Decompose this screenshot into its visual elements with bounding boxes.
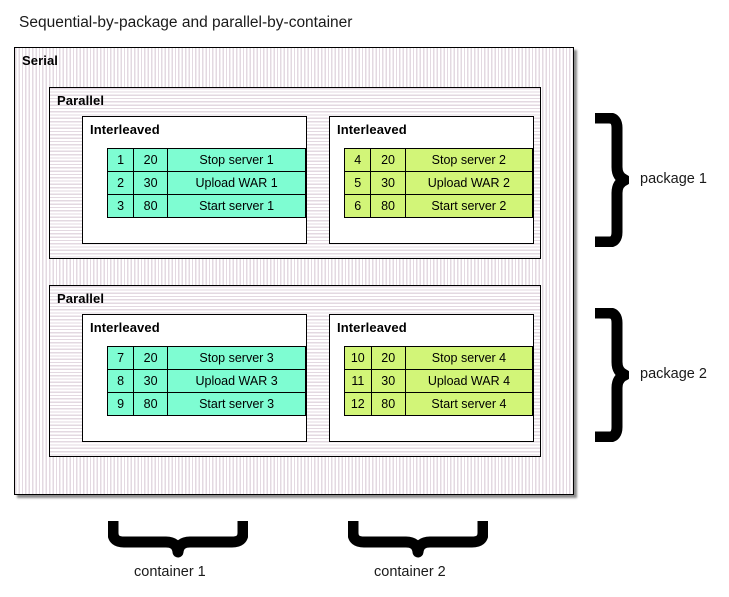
table-row: 11 30 Upload WAR 4 xyxy=(344,369,534,393)
container-1-label: container 1 xyxy=(134,564,206,580)
interleaved-label-4: Interleaved xyxy=(337,320,407,335)
parallel-block-2: Parallel Interleaved 7 20 Stop server 3 … xyxy=(49,285,541,457)
task-id: 1 xyxy=(106,148,135,172)
task-num: 30 xyxy=(370,369,406,393)
task-id: 10 xyxy=(344,346,372,370)
page-title: Sequential-by-package and parallel-by-co… xyxy=(19,14,353,31)
task-num: 80 xyxy=(370,392,406,416)
table-row: 5 30 Upload WAR 2 xyxy=(343,171,534,195)
task-num: 20 xyxy=(370,148,406,172)
parallel-block-1: Parallel Interleaved 1 20 Stop server 1 … xyxy=(49,87,541,259)
table-row: 9 80 Start server 3 xyxy=(106,392,306,416)
task-label: Stop server 4 xyxy=(404,346,534,370)
package-2-label: package 2 xyxy=(640,366,707,382)
parallel-label-1: Parallel xyxy=(57,93,105,108)
task-label: Stop server 3 xyxy=(167,346,306,370)
task-label: Upload WAR 1 xyxy=(167,171,306,195)
down-curly-brace-icon xyxy=(348,515,488,559)
task-id: 5 xyxy=(343,171,372,195)
table-row: 1 20 Stop server 1 xyxy=(106,148,306,172)
task-num: 80 xyxy=(370,194,406,218)
task-label: Start server 1 xyxy=(167,194,306,218)
task-label: Stop server 1 xyxy=(167,148,306,172)
task-num: 20 xyxy=(133,346,169,370)
interleaved-block-4: Interleaved 10 20 Stop server 4 11 30 Up… xyxy=(329,314,534,442)
task-id: 6 xyxy=(343,194,372,218)
serial-label: Serial xyxy=(22,53,59,68)
task-id: 11 xyxy=(344,369,372,393)
interleaved-block-1: Interleaved 1 20 Stop server 1 2 30 Uplo… xyxy=(82,116,307,244)
task-id: 8 xyxy=(106,369,135,393)
task-num: 80 xyxy=(133,392,169,416)
task-num: 30 xyxy=(370,171,406,195)
task-label: Stop server 2 xyxy=(404,148,534,172)
task-label: Upload WAR 4 xyxy=(404,369,534,393)
table-row: 7 20 Stop server 3 xyxy=(106,346,306,370)
package-1-label: package 1 xyxy=(640,171,707,187)
table-row: 10 20 Stop server 4 xyxy=(344,346,534,370)
task-num: 30 xyxy=(133,369,169,393)
task-num: 80 xyxy=(133,194,169,218)
task-table: 1 20 Stop server 1 2 30 Upload WAR 1 3 8… xyxy=(106,148,306,218)
task-id: 7 xyxy=(106,346,135,370)
task-label: Upload WAR 3 xyxy=(167,369,306,393)
table-row: 3 80 Start server 1 xyxy=(106,194,306,218)
task-table: 10 20 Stop server 4 11 30 Upload WAR 4 1… xyxy=(344,346,534,416)
serial-container: Serial Parallel Interleaved 1 20 Stop se… xyxy=(14,47,574,495)
task-num: 20 xyxy=(370,346,406,370)
interleaved-block-2: Interleaved 4 20 Stop server 2 5 30 Uplo… xyxy=(329,116,534,244)
table-row: 2 30 Upload WAR 1 xyxy=(106,171,306,195)
task-id: 12 xyxy=(344,392,372,416)
task-label: Start server 2 xyxy=(404,194,534,218)
table-row: 12 80 Start server 4 xyxy=(344,392,534,416)
parallel-label-2: Parallel xyxy=(57,291,105,306)
table-row: 4 20 Stop server 2 xyxy=(343,148,534,172)
interleaved-label-1: Interleaved xyxy=(90,122,160,137)
task-table: 7 20 Stop server 3 8 30 Upload WAR 3 9 8… xyxy=(106,346,306,416)
table-row: 6 80 Start server 2 xyxy=(343,194,534,218)
interleaved-label-3: Interleaved xyxy=(90,320,160,335)
task-id: 2 xyxy=(106,171,135,195)
table-row: 8 30 Upload WAR 3 xyxy=(106,369,306,393)
down-curly-brace-icon xyxy=(108,515,248,559)
task-label: Upload WAR 2 xyxy=(404,171,534,195)
interleaved-block-3: Interleaved 7 20 Stop server 3 8 30 Uplo… xyxy=(82,314,307,442)
task-id: 9 xyxy=(106,392,135,416)
task-num: 30 xyxy=(133,171,169,195)
container-2-label: container 2 xyxy=(374,564,446,580)
interleaved-label-2: Interleaved xyxy=(337,122,407,137)
task-table: 4 20 Stop server 2 5 30 Upload WAR 2 6 8… xyxy=(343,148,534,218)
right-curly-brace-icon xyxy=(589,113,629,247)
task-label: Start server 4 xyxy=(404,392,534,416)
task-id: 3 xyxy=(106,194,135,218)
task-id: 4 xyxy=(343,148,372,172)
right-curly-brace-icon xyxy=(589,308,629,442)
task-label: Start server 3 xyxy=(167,392,306,416)
task-num: 20 xyxy=(133,148,169,172)
